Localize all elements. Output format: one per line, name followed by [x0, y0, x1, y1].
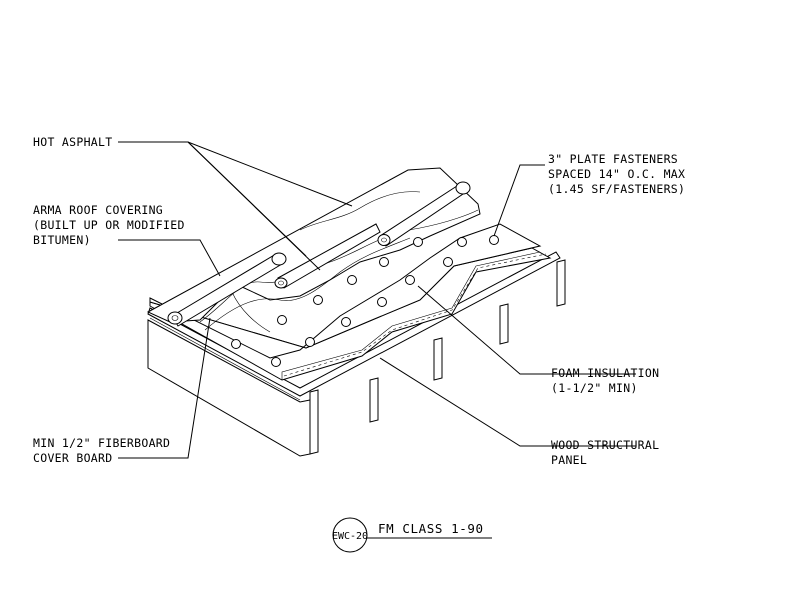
wood-structural-panel: [147, 251, 561, 401]
fastener: [413, 237, 423, 247]
membrane-rolls: [167, 181, 471, 327]
fastener: [457, 237, 467, 247]
plate-fasteners: [231, 235, 499, 367]
label-roof-covering-line2: (BUILT UP OR MODIFIED: [33, 218, 185, 232]
label-fasteners-line1: 3" PLATE FASTENERS: [548, 152, 678, 166]
fastener: [379, 257, 389, 267]
label-cover-board-line2: COVER BOARD: [33, 451, 112, 465]
label-wood-panel-line1: WOOD STRUCTURAL: [551, 438, 659, 452]
fastener: [277, 315, 287, 325]
label-wood-panel-line2: PANEL: [551, 453, 587, 467]
detail-tag: EWC-20: [332, 531, 368, 542]
fastener: [341, 317, 351, 327]
fastener: [305, 337, 315, 347]
detail-title-block: EWC-20 FM CLASS 1-90: [332, 517, 492, 553]
joists: [147, 259, 566, 457]
label-fasteners-line3: (1.45 SF/FASTENERS): [548, 182, 685, 196]
label-roof-covering-line3: BITUMEN): [33, 233, 91, 247]
label-roof-covering-line1: ARMA ROOF COVERING: [33, 203, 163, 217]
fastener: [405, 275, 415, 285]
fastener: [377, 297, 387, 307]
label-hot-asphalt: HOT ASPHALT: [33, 135, 112, 149]
label-cover-board-line1: MIN 1/2" FIBERBOARD: [33, 436, 170, 450]
label-fasteners-line2: SPACED 14" O.C. MAX: [548, 167, 685, 181]
fastener: [443, 257, 453, 267]
detail-title: FM CLASS 1-90: [378, 521, 484, 536]
fastener: [313, 295, 323, 305]
fastener: [271, 357, 281, 367]
label-foam-line1: FOAM INSULATION: [551, 366, 659, 380]
fastener: [347, 275, 357, 285]
detail-tag-circle: [332, 517, 368, 553]
fastener: [231, 339, 241, 349]
leader-lines: [118, 141, 636, 459]
label-foam-line2: (1-1/2" MIN): [551, 381, 638, 395]
fastener: [489, 235, 499, 245]
labels: HOT ASPHALT ARMA ROOF COVERING (BUILT UP…: [33, 135, 685, 467]
